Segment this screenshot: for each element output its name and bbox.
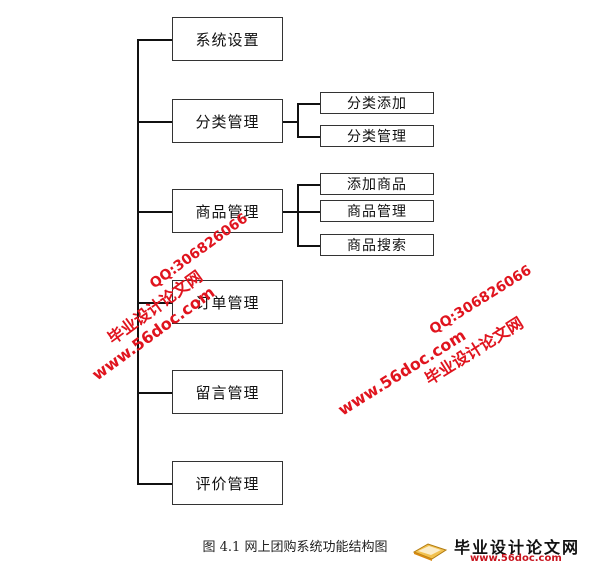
watermark-right-title: 毕业设计论文网 <box>421 312 527 389</box>
trunk-line <box>137 39 139 483</box>
node-product-manage: 商品管理 <box>320 200 434 222</box>
logo-url: www.56doc.com <box>470 553 562 564</box>
connector-1 <box>137 39 172 41</box>
category-branch-line <box>283 121 297 123</box>
node-system-settings: 系统设置 <box>172 17 283 61</box>
book-icon <box>412 543 448 561</box>
connector-2 <box>137 121 172 123</box>
watermark-right-qq: QQ:306826066 <box>426 262 535 338</box>
node-product-search: 商品搜索 <box>320 234 434 256</box>
product-branch-trunk <box>297 184 299 245</box>
category-branch-trunk <box>297 103 299 136</box>
product-sub-connector-1 <box>297 184 320 186</box>
figure-caption: 图 4.1 网上团购系统功能结构图 <box>202 540 388 555</box>
node-review-management: 评价管理 <box>172 461 283 505</box>
site-logo: 毕业设计论文网 www.56doc.com <box>410 534 586 566</box>
node-category-add: 分类添加 <box>320 92 434 114</box>
category-sub-connector-1 <box>297 103 320 105</box>
node-message-management: 留言管理 <box>172 370 283 414</box>
category-sub-connector-2 <box>297 136 320 138</box>
watermark-right: QQ:306826066 www.56doc.com 毕业设计论文网 <box>325 262 557 436</box>
node-category-manage: 分类管理 <box>320 125 434 147</box>
product-sub-connector-2 <box>297 211 320 213</box>
connector-6 <box>137 483 172 485</box>
node-category-management: 分类管理 <box>172 99 283 143</box>
node-product-management: 商品管理 <box>172 189 283 233</box>
node-product-add: 添加商品 <box>320 173 434 195</box>
connector-4 <box>137 302 172 304</box>
product-branch-line <box>283 211 297 213</box>
connector-3 <box>137 211 172 213</box>
node-order-management: 订单管理 <box>172 280 283 324</box>
logo-title: 毕业设计论文网 <box>454 538 581 557</box>
product-sub-connector-3 <box>297 245 320 247</box>
connector-5 <box>137 392 172 394</box>
watermark-right-url: www.56doc.com <box>334 325 469 419</box>
